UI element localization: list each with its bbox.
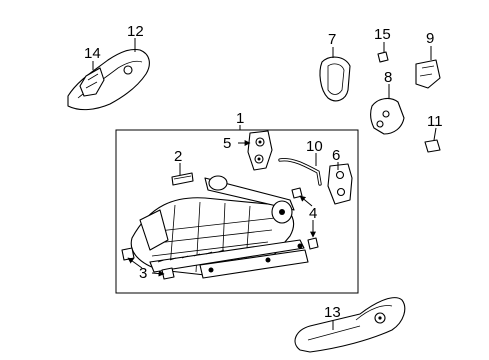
- part-13-lower-shield: [294, 297, 406, 353]
- part-11-cap: [424, 139, 441, 153]
- callout-12: 12: [127, 23, 144, 40]
- part-14-lever: [79, 67, 105, 97]
- callout-5: 5: [223, 135, 231, 152]
- callout-6: 6: [332, 147, 340, 164]
- callout-11: 11: [427, 113, 443, 130]
- callout-1: 1: [236, 110, 244, 127]
- callout-14: 14: [84, 45, 101, 62]
- part-5-bracket: [247, 130, 273, 171]
- callout-9: 9: [426, 30, 434, 47]
- callout-7: 7: [328, 31, 336, 48]
- seat-track-frame: [130, 175, 309, 279]
- callout-8: 8: [384, 69, 392, 86]
- callout-15: 15: [374, 26, 391, 43]
- callout-3: 3: [139, 265, 147, 282]
- part-12-side-shield: [67, 48, 150, 111]
- part-15-clip: [377, 51, 389, 63]
- part-9-bracket: [415, 59, 441, 89]
- assembly-frame-box: [115, 129, 359, 294]
- callout-13: 13: [324, 304, 341, 321]
- part-10-rod: [278, 157, 322, 186]
- part-8-hinge-cover: [370, 97, 405, 135]
- part-6-hinge: [327, 163, 353, 205]
- callout-4: 4: [309, 205, 317, 222]
- part-7-cover: [319, 56, 351, 102]
- callout-10: 10: [306, 138, 323, 155]
- part-3-fasteners: [121, 247, 175, 280]
- callout-2: 2: [174, 148, 182, 165]
- part-2-strip: [171, 172, 194, 186]
